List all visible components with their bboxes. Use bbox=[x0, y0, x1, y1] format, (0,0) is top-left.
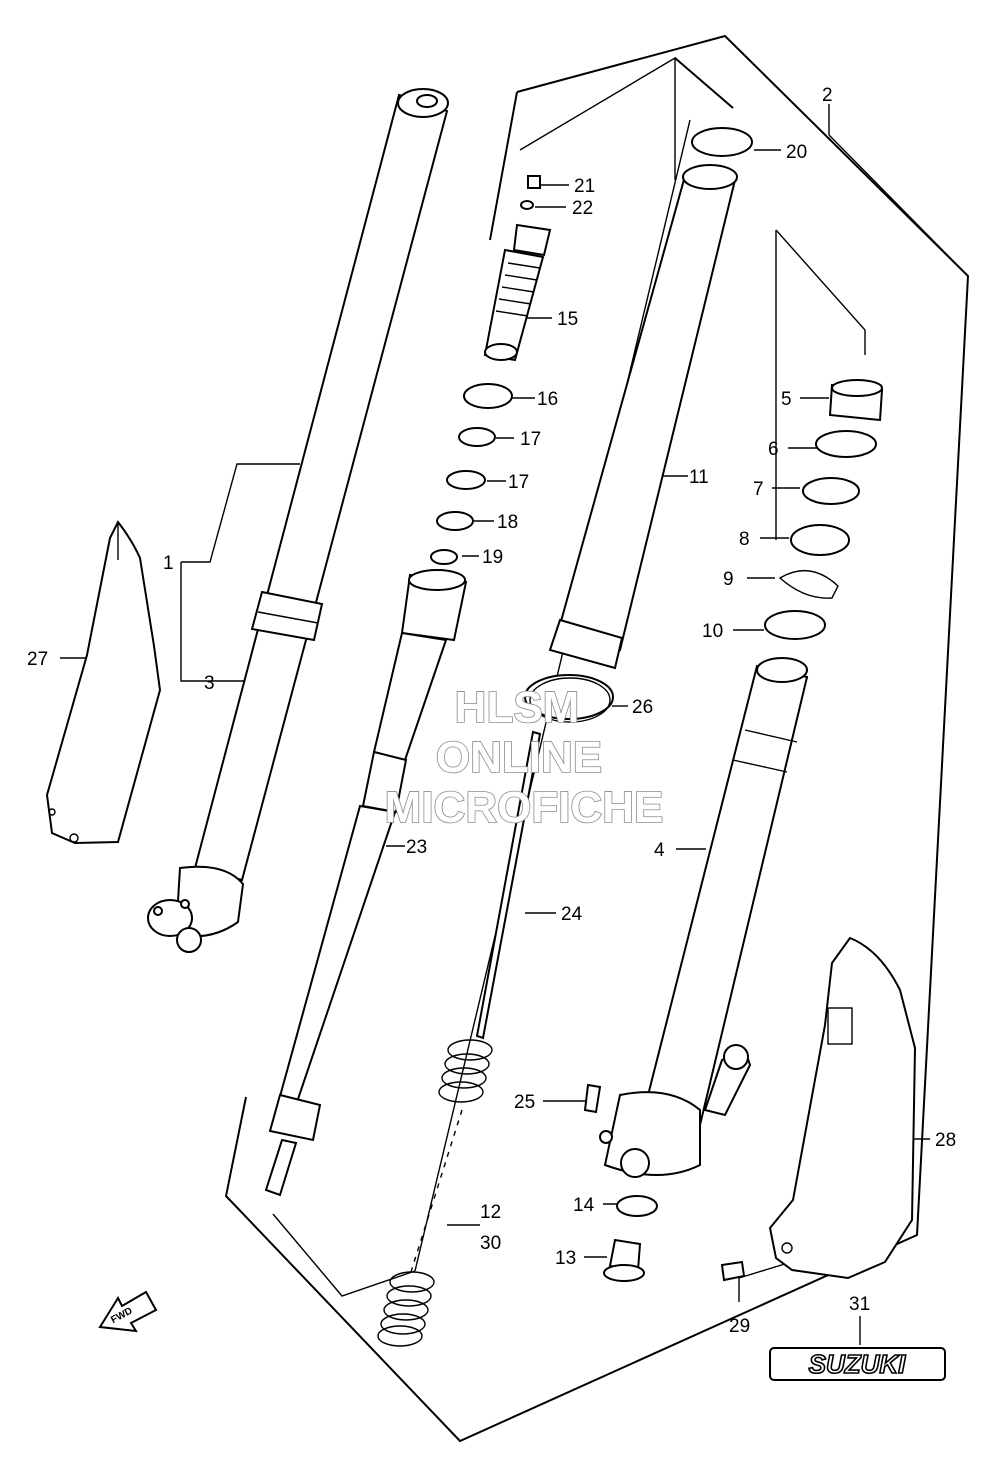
fork-guard-right bbox=[768, 936, 917, 1280]
callout-27: 27 bbox=[27, 649, 48, 670]
callout-1: 1 bbox=[163, 553, 174, 574]
callout-17b: 17 bbox=[508, 472, 529, 493]
small-hardware bbox=[583, 1083, 746, 1282]
watermark-line-2: ONLINE bbox=[436, 733, 602, 782]
callout-12: 12 bbox=[480, 1202, 501, 1223]
leader-lines bbox=[60, 104, 969, 1345]
callout-20: 20 bbox=[786, 142, 807, 163]
callout-labels: 1 2 3 4 5 6 7 8 9 10 11 12 30 13 14 15 1… bbox=[27, 85, 956, 1337]
callout-19: 19 bbox=[482, 547, 503, 568]
callout-7: 7 bbox=[753, 479, 764, 500]
suzuki-emblem: SUZUKI bbox=[769, 1347, 946, 1381]
damper-rod bbox=[264, 569, 468, 1197]
callout-13: 13 bbox=[555, 1248, 576, 1269]
callout-26: 26 bbox=[632, 697, 653, 718]
outer-tube-left bbox=[147, 88, 449, 953]
long-rod bbox=[475, 730, 542, 1040]
callout-10: 10 bbox=[702, 621, 723, 642]
watermark: HLSM ONLINE MICROFICHE bbox=[384, 682, 664, 833]
callout-14: 14 bbox=[573, 1195, 595, 1216]
inner-tube bbox=[524, 127, 753, 720]
callout-3: 3 bbox=[204, 673, 215, 694]
cartridge-parts bbox=[430, 175, 552, 565]
fork-guard-left bbox=[45, 520, 162, 845]
watermark-line-1: HLSM bbox=[455, 683, 580, 732]
suzuki-emblem-text: SUZUKI bbox=[809, 1349, 907, 1379]
callout-25: 25 bbox=[514, 1092, 535, 1113]
fork-springs bbox=[377, 1039, 493, 1347]
o-ring-26 bbox=[529, 677, 611, 723]
callout-24: 24 bbox=[561, 904, 583, 925]
watermark-line-3: MICROFICHE bbox=[385, 783, 664, 832]
callout-22: 22 bbox=[572, 198, 593, 219]
callout-28: 28 bbox=[935, 1130, 956, 1151]
callout-16: 16 bbox=[537, 389, 558, 410]
fwd-arrow: FWD bbox=[98, 1290, 158, 1333]
callout-23: 23 bbox=[406, 837, 427, 858]
callout-8: 8 bbox=[739, 529, 750, 550]
callout-31: 31 bbox=[849, 1294, 870, 1315]
callout-18: 18 bbox=[497, 512, 518, 533]
outer-tube-right bbox=[599, 657, 809, 1178]
callout-4: 4 bbox=[654, 840, 665, 861]
callout-21: 21 bbox=[574, 176, 595, 197]
seal-stack bbox=[764, 379, 884, 640]
callout-5: 5 bbox=[781, 389, 792, 410]
callout-2: 2 bbox=[822, 85, 833, 106]
callout-29: 29 bbox=[729, 1316, 750, 1337]
callout-6: 6 bbox=[768, 439, 779, 460]
callout-9: 9 bbox=[723, 569, 734, 590]
callout-15: 15 bbox=[557, 309, 578, 330]
callout-30: 30 bbox=[480, 1233, 501, 1254]
callout-11: 11 bbox=[689, 467, 709, 488]
callout-17a: 17 bbox=[520, 429, 541, 450]
